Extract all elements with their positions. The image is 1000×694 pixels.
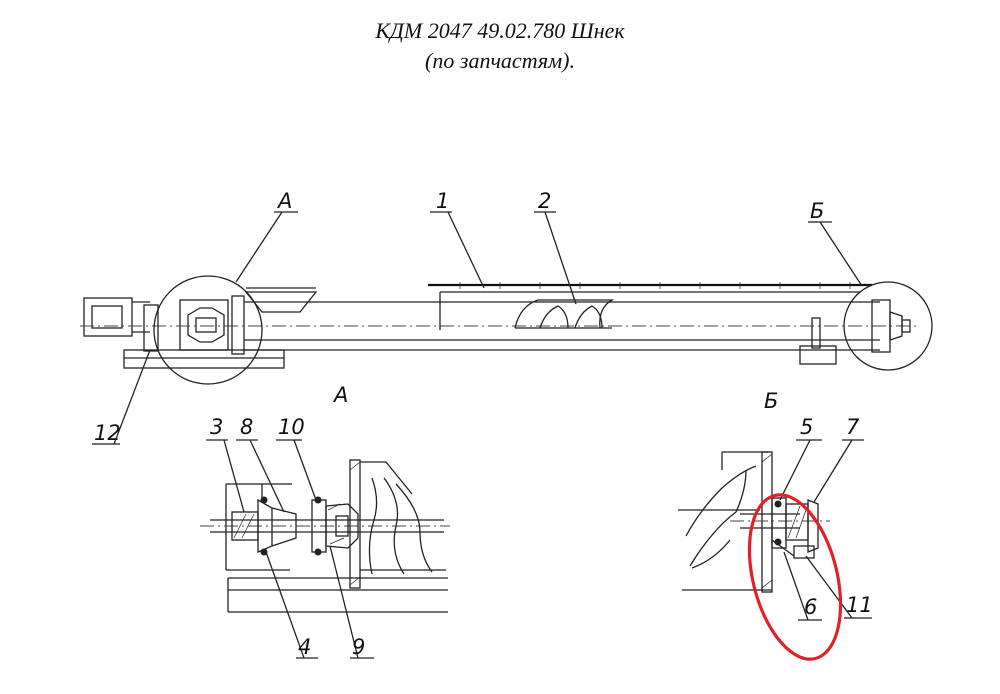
motor-body (83, 297, 133, 337)
part-7-cap (807, 499, 819, 553)
outlet-support (799, 345, 837, 365)
main-view-callouts: А 1 2 Б 12 А Б (92, 189, 863, 445)
screw-flights (514, 299, 615, 329)
callout-8: 8 (240, 415, 253, 439)
part-9-bearing (335, 515, 349, 537)
highlight-ellipse (747, 493, 843, 661)
detail-circle-b (843, 281, 933, 371)
detail-b-view (678, 451, 830, 593)
callout-a-main: А (276, 189, 292, 213)
callout-6: 6 (804, 595, 817, 619)
detail-circle-a (153, 275, 263, 385)
callout-9: 9 (352, 635, 365, 659)
callout-10: 10 (278, 415, 305, 439)
coupling-housing (179, 299, 229, 351)
callout-12: 12 (94, 421, 121, 445)
motor-inner (91, 305, 123, 329)
detail-b-callouts: 5 7 6 11 (779, 415, 873, 621)
callout-3: 3 (210, 415, 223, 439)
callout-5: 5 (800, 415, 813, 439)
detail-b-label: Б (764, 389, 778, 413)
part-8-flange (271, 507, 297, 547)
detail-a-label: А (332, 383, 348, 407)
drawing-title: КДМ 2047 49.02.780 Шнек (375, 18, 625, 43)
trough-end-wall (761, 451, 773, 593)
callout-b-main: Б (810, 199, 824, 223)
callout-7: 7 (846, 415, 860, 439)
callout-1: 1 (436, 189, 449, 213)
callout-4: 4 (298, 635, 311, 659)
main-assembly-view (80, 275, 933, 385)
callout-2: 2 (538, 189, 551, 213)
callout-11: 11 (846, 593, 873, 617)
detail-a-callouts: 3 8 10 4 9 (206, 415, 374, 659)
drive-base-frame (123, 349, 285, 369)
drawing-subtitle: (по запчастям). (425, 48, 575, 73)
part-11-cover (793, 545, 815, 559)
detail-a-view (200, 459, 450, 613)
